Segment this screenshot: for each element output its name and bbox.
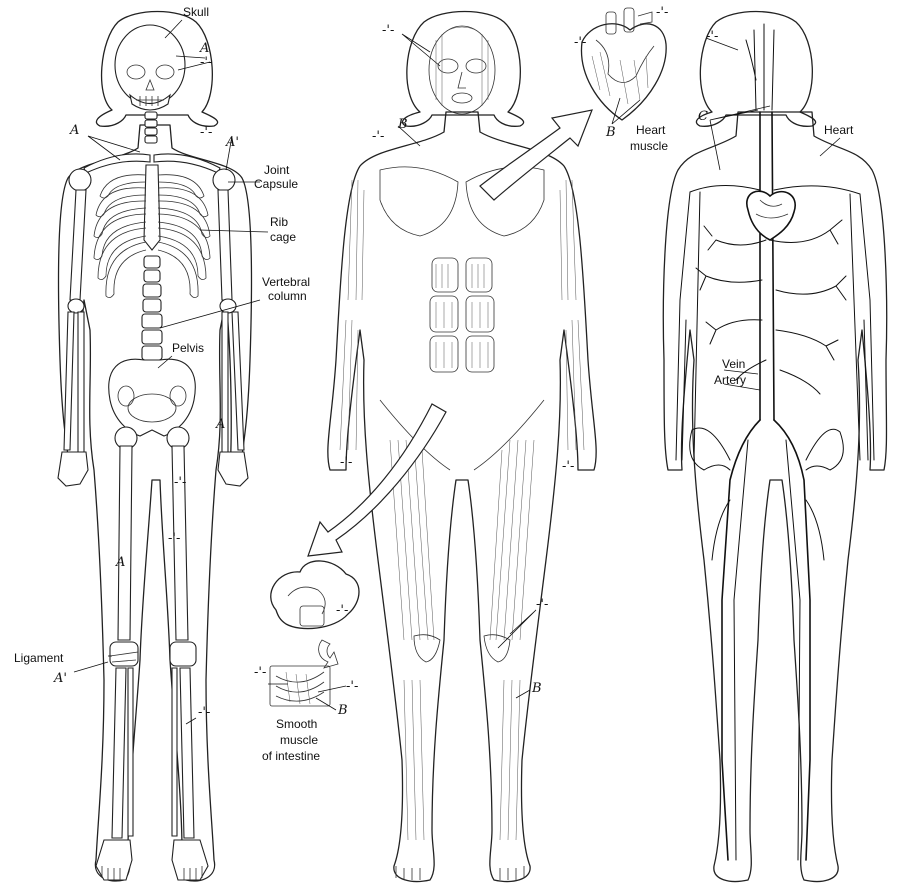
note-marker-shin: -'-: [198, 705, 210, 720]
label-of-intestine: of intestine: [262, 749, 320, 763]
note-marker-shoulder: -'-: [200, 125, 212, 140]
marker-a-prime-knee: A': [53, 671, 67, 686]
arrow-to-intestine: [308, 404, 446, 556]
label-heart-muscle-1: Heart: [636, 123, 666, 137]
circulatory-figure: -'- C Heart Vein Artery: [663, 12, 886, 882]
skull-bone: [115, 25, 185, 105]
knee-joint-left: [110, 642, 138, 666]
pelvis-bone: [109, 359, 196, 436]
cervical-vertebrae: [145, 112, 157, 143]
note-marker-intestine-3: -'-: [336, 603, 348, 618]
vertebral-column: [142, 256, 162, 360]
note-marker-knee: -'-: [536, 597, 548, 612]
note-marker-hand-right: -'-: [562, 459, 574, 474]
label-ligament: Ligament: [14, 651, 64, 665]
label-smooth: Smooth: [276, 717, 317, 731]
note-marker-intestine-2: -'-: [346, 679, 358, 694]
label-capsule: Capsule: [254, 177, 298, 191]
marker-b-calf: B: [531, 681, 542, 696]
note-marker-skull: -'-: [200, 55, 212, 70]
label-heart: Heart: [824, 123, 854, 137]
marker-a-hip: A: [215, 417, 225, 432]
marker-a-femur: A: [115, 555, 125, 570]
arrow-to-heart: [480, 110, 592, 200]
label-heart-muscle-2: muscle: [630, 139, 668, 153]
marker-c: C: [698, 109, 708, 124]
label-skull: Skull: [183, 5, 209, 19]
label-smooth-muscle: muscle: [280, 733, 318, 747]
label-vein: Vein: [722, 357, 745, 371]
marker-a-clavicle: A: [69, 123, 79, 138]
note-marker-hip: -'-: [174, 475, 186, 490]
marker-b-shoulder: B: [397, 117, 408, 132]
heart-muscle-inset: [581, 8, 666, 120]
note-marker-intestine-1: -'-: [254, 665, 266, 680]
label-joint: Joint: [264, 163, 290, 177]
heart-organ: [747, 191, 795, 240]
label-rib: Rib: [270, 215, 288, 229]
abdominal-muscles: [380, 167, 544, 372]
muscle-figure: B Heart muscle -'- -'- -'- -'- -'- B Smo…: [254, 5, 668, 881]
label-cage: cage: [270, 230, 296, 244]
label-vertebral: Vertebral: [262, 275, 310, 289]
note-marker-heart-1: -'-: [574, 35, 586, 50]
note-marker-heart-2: -'-: [656, 5, 668, 20]
note-marker-head-vessels: -'-: [706, 29, 718, 44]
note-marker-hand-left: -'-: [340, 455, 352, 470]
marker-b-heart: B: [605, 125, 616, 140]
marker-a-prime-shoulder: A': [225, 135, 239, 150]
note-marker-shoulder-muscle: -'-: [372, 129, 384, 144]
label-column: column: [268, 289, 307, 303]
note-marker-thigh: -'-: [168, 531, 180, 546]
marker-a-skull: A: [199, 41, 209, 56]
marker-b-intestine: B: [337, 703, 348, 718]
label-pelvis: Pelvis: [172, 341, 204, 355]
label-artery: Artery: [714, 373, 746, 387]
note-marker-face: -'-: [382, 23, 394, 38]
